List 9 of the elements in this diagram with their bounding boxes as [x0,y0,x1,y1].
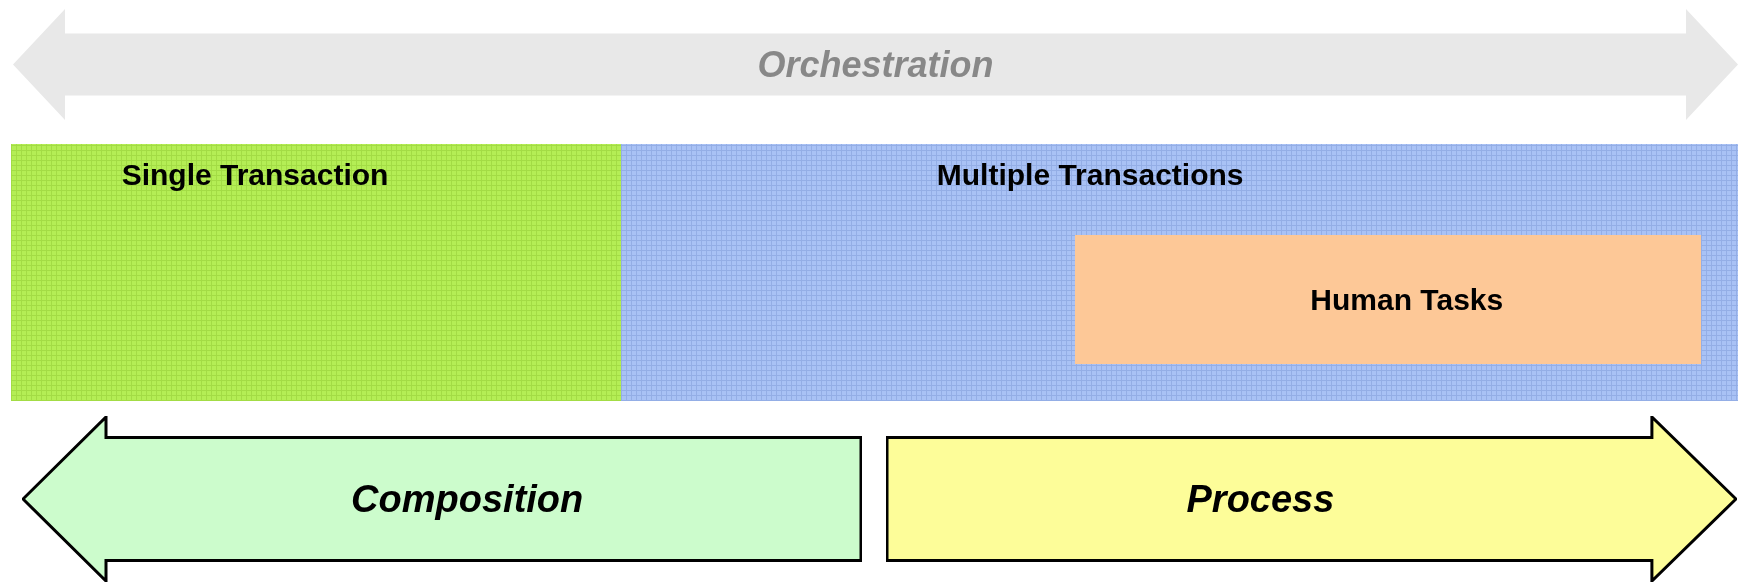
arrow-label: Composition [351,477,584,521]
band-panel [621,144,1738,401]
box-label: Human Tasks [1310,282,1504,317]
band-heading: Multiple Transactions [936,157,1244,192]
arrow-label: Orchestration [757,43,994,86]
task-box [1075,235,1701,364]
band-panel [11,144,621,401]
arrow-label: Process [1186,477,1335,521]
band-heading: Single Transaction [121,157,389,192]
